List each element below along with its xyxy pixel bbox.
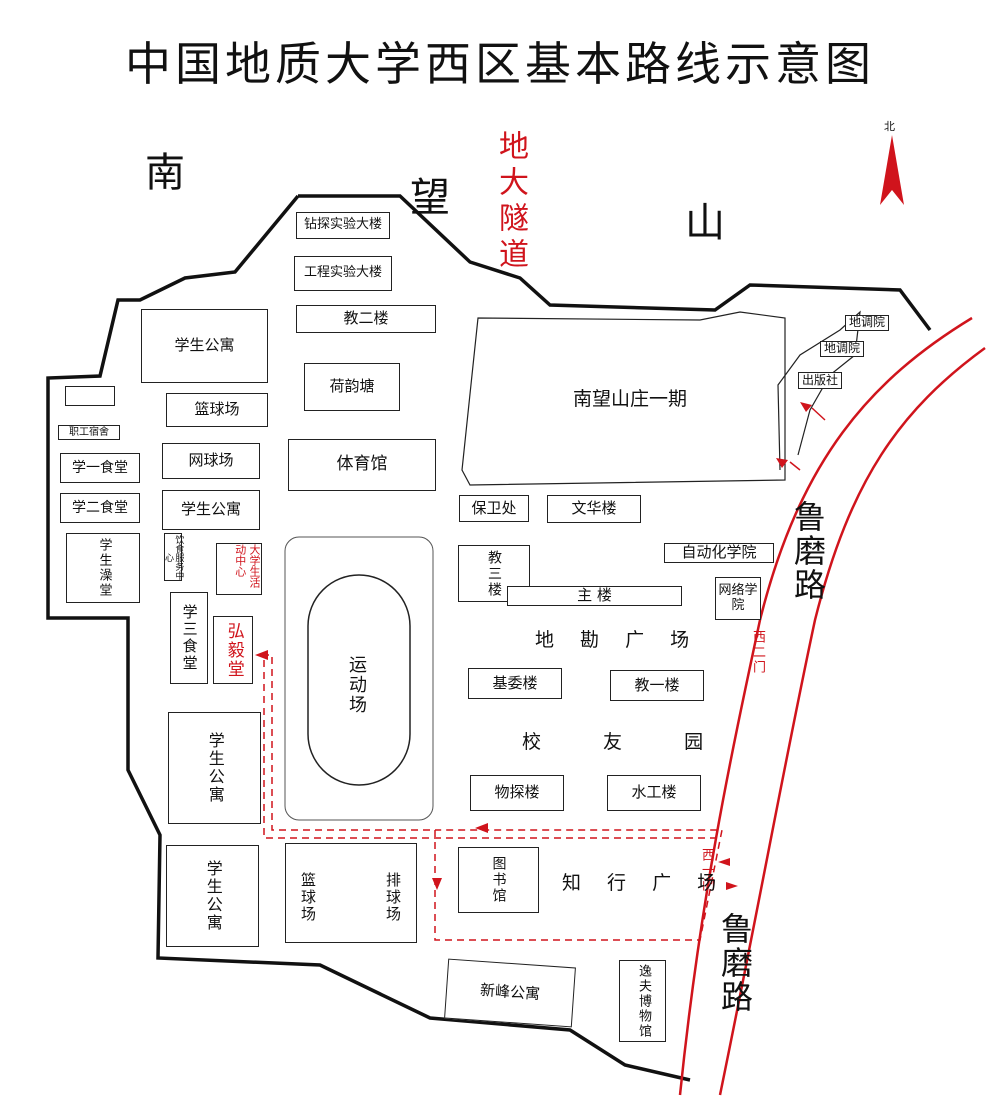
route-dashed-2 <box>263 660 722 839</box>
arrow-down <box>432 878 442 890</box>
tunnel-label: 地大隧道 <box>493 130 528 274</box>
building-diaoyuan2[interactable]: 地调院 <box>820 341 864 357</box>
building-wangluo[interactable]: 网络学院 <box>715 577 761 620</box>
arrow-route <box>475 823 488 833</box>
building-wangqiu[interactable]: 网球场 <box>162 443 260 479</box>
area-wang: 望 <box>410 175 450 221</box>
area-nan: 南 <box>145 150 185 196</box>
building-yifu[interactable]: 逸夫博物馆 <box>619 960 666 1042</box>
building-xuesheng2[interactable]: 学生公寓 <box>162 490 260 530</box>
building-baowei[interactable]: 保卫处 <box>459 495 529 522</box>
side-road <box>777 310 861 471</box>
gate-west1: 西一门 <box>699 848 714 893</box>
stadium-label: 运动场 <box>346 655 367 715</box>
building-jiaoyi[interactable]: 教一楼 <box>610 670 704 701</box>
court-paiqiu: 排球场 <box>384 872 402 923</box>
building-gongcheng[interactable]: 工程实验大楼 <box>294 256 392 291</box>
lumo-road-inner <box>718 346 986 1096</box>
square-xiaoyou: 校 友 园 <box>522 731 732 753</box>
building-jiaoer[interactable]: 教二楼 <box>296 305 436 333</box>
arrow-hongyi <box>255 650 268 660</box>
building-yushi[interactable]: 学生澡堂 <box>66 533 140 603</box>
building-jiwei[interactable]: 基委楼 <box>468 668 562 699</box>
arrow-gate1b <box>726 882 738 890</box>
stadium-outer <box>284 536 434 821</box>
building-tiyuguan[interactable]: 体育馆 <box>288 439 436 491</box>
building-zidonghua[interactable]: 自动化学院 <box>664 543 774 563</box>
building-zuantan[interactable]: 钻探实验大楼 <box>296 212 390 239</box>
building-xuesan[interactable]: 学三食堂 <box>170 592 208 684</box>
arrow-enter2 <box>800 402 812 412</box>
building-shuigong[interactable]: 水工楼 <box>607 775 701 811</box>
gate-west2: 西二门 <box>750 630 765 675</box>
north-label: 北 <box>884 120 895 133</box>
building-wutan[interactable]: 物探楼 <box>470 775 564 811</box>
building-diaoyuan1[interactable]: 地调院 <box>845 315 889 331</box>
map-title: 中国地质大学西区基本路线示意图 <box>125 37 875 91</box>
stadium-track <box>307 574 411 786</box>
building-heyuntang[interactable]: 荷韵塘 <box>304 363 400 411</box>
building-wenhua[interactable]: 文华楼 <box>547 495 641 523</box>
nanwang-area <box>461 311 786 486</box>
building-yinshi[interactable]: 饮食服务中心 <box>163 533 184 581</box>
building-zhulou[interactable]: 主 楼 <box>507 586 682 606</box>
area-shan: 山 <box>685 200 725 246</box>
area-nanwang: 南望山庄一期 <box>572 388 687 411</box>
building-unnamed-small <box>65 386 115 406</box>
building-zhigong[interactable]: 职工宿舍 <box>58 425 120 440</box>
square-dikan: 地 勘 广 场 <box>535 629 700 651</box>
road-lumo-top: 鲁磨路 <box>789 500 827 602</box>
building-hongyi[interactable]: 弘毅堂 <box>213 616 253 684</box>
building-chuban[interactable]: 出版社 <box>798 372 842 389</box>
square-zhixing: 知 行 广 场 <box>562 872 727 894</box>
building-xinfeng[interactable]: 新峰公寓 <box>444 958 576 1028</box>
arrow-gate1 <box>718 858 730 866</box>
building-courts[interactable] <box>285 843 417 943</box>
building-huodong[interactable]: 大学生活动中心 <box>216 543 262 595</box>
lumo-road-outer <box>678 316 973 1096</box>
building-xuesheng1[interactable]: 学生公寓 <box>141 309 268 383</box>
building-tushu[interactable]: 图书馆 <box>458 847 539 913</box>
arrow-enter1 <box>776 458 788 468</box>
building-xueyi[interactable]: 学一食堂 <box>60 453 140 483</box>
north-arrow-icon <box>880 135 904 205</box>
building-xuesheng3[interactable]: 学生公寓 <box>168 712 261 824</box>
building-lanqiu1[interactable]: 篮球场 <box>166 393 268 427</box>
campus-boundary <box>46 194 932 1082</box>
road-lumo-bottom: 鲁磨路 <box>716 912 754 1014</box>
building-xuesheng4[interactable]: 学生公寓 <box>166 845 259 947</box>
court-lanqiu2: 篮球场 <box>299 872 317 923</box>
building-xueer[interactable]: 学二食堂 <box>60 493 140 523</box>
